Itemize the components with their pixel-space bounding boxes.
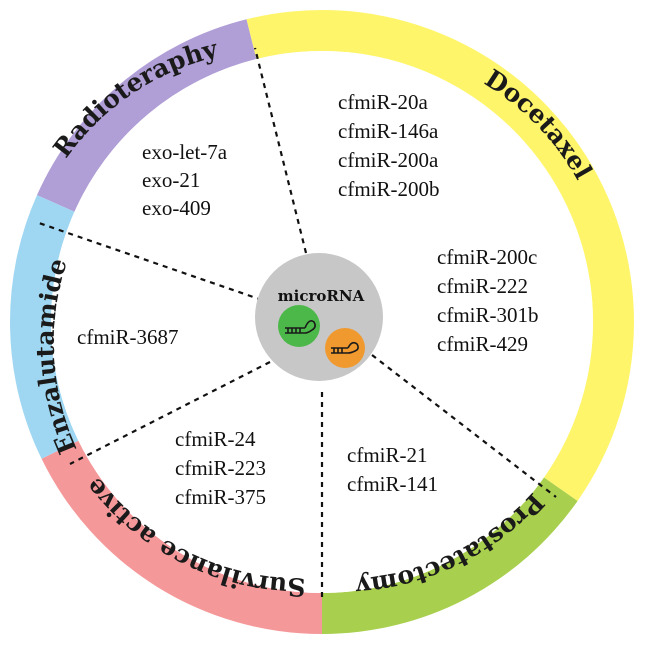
ring-segment-enzalutamide [9,195,79,459]
mirna-label: cfmiR-200c [437,245,537,269]
divider-lines [35,47,557,600]
mirna-list-docetaxel-bottom: cfmiR-200c cfmiR-222 cfmiR-301b cfmiR-42… [437,245,538,356]
ring-segment-survilance [41,440,322,634]
center-label: microRNA [278,287,365,305]
mirna-label: cfmiR-141 [347,472,438,496]
mirna-list-radioteraphy: exo-let-7a exo-21 exo-409 [142,140,228,220]
ring-segment-docetaxel [246,9,634,501]
mirna-label: cfmiR-146a [338,119,439,143]
mirna-label: cfmiR-21 [347,443,427,467]
mirna-label: cfmiR-223 [175,456,266,480]
mirna-list-prostatectomy: cfmiR-21 cfmiR-141 [347,443,438,496]
ring-segment-radioteraphy [36,19,257,212]
mirna-list-survilance: cfmiR-24 cfmiR-223 cfmiR-375 [175,427,266,509]
mirna-label: cfmiR-222 [437,274,528,298]
mirna-label: exo-let-7a [142,140,228,164]
ring-segment-prostatectomy [322,477,578,634]
orange-mirna-hairpin-icon [325,328,365,368]
outer-ring [9,9,634,634]
center-circle [255,253,383,381]
mirna-label: cfmiR-200b [338,177,439,201]
divider-survilance-enzalutamide [69,361,271,465]
mirna-label: cfmiR-3687 [77,325,178,349]
mirna-list-enzalutamide: cfmiR-3687 [77,325,178,349]
mirna-label: cfmiR-200a [338,148,439,172]
mirna-label: exo-21 [142,168,200,192]
center-hub: microRNA [255,253,383,381]
mirna-label: cfmiR-301b [437,303,538,327]
divider-docetaxel-prostatectomy [371,354,557,498]
green-mirna-hairpin-icon [278,305,320,347]
mirna-label: cfmiR-375 [175,485,266,509]
mirna-label: cfmiR-20a [338,90,428,114]
mirna-label: cfmiR-429 [437,332,528,356]
mirna-list-docetaxel-top: cfmiR-20a cfmiR-146a cfmiR-200a cfmiR-20… [338,90,439,201]
mirna-label: cfmiR-24 [175,427,256,451]
mirna-label: exo-409 [142,196,211,220]
